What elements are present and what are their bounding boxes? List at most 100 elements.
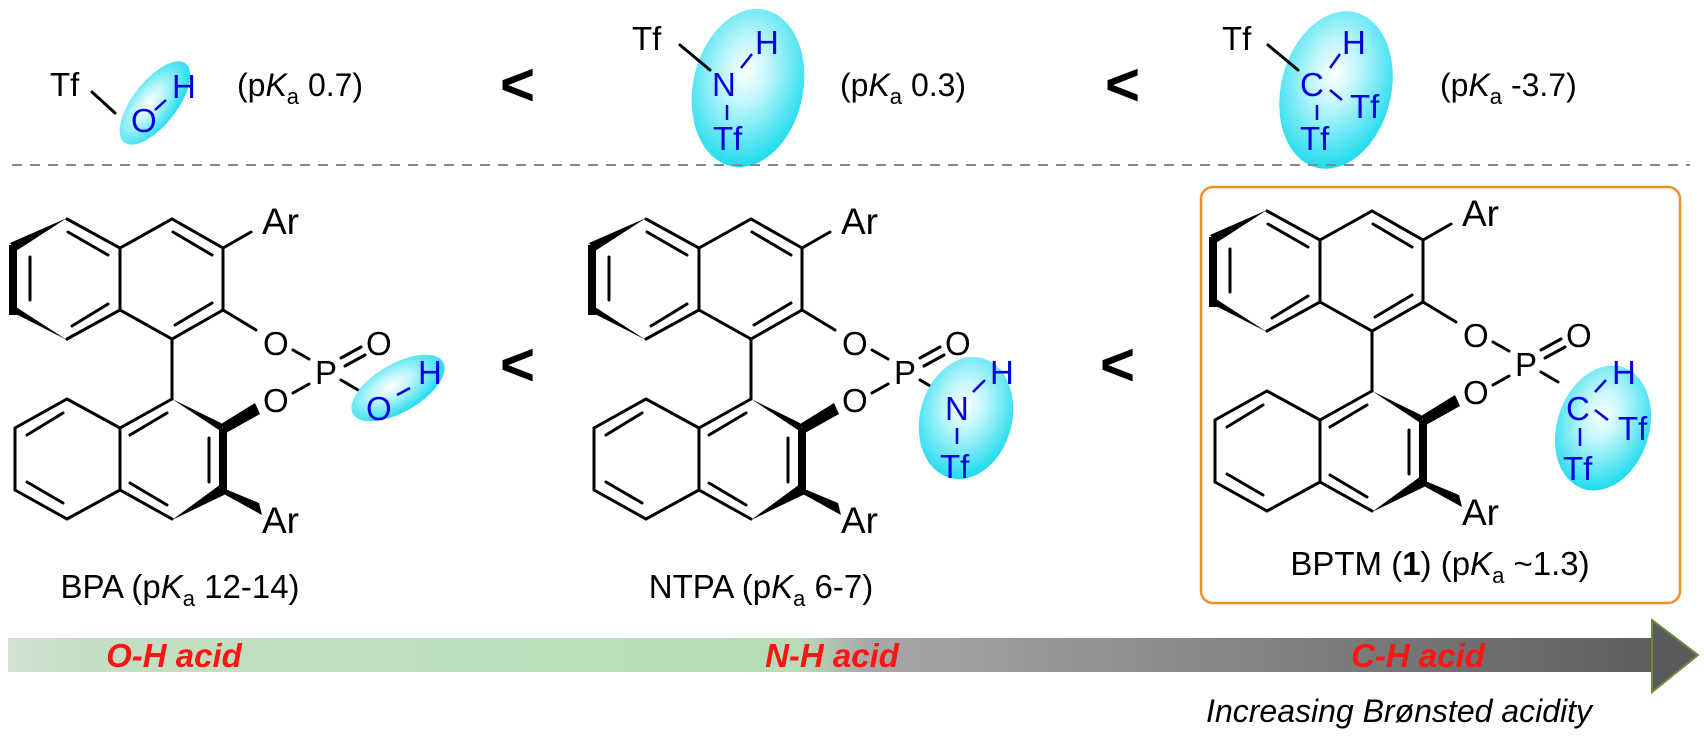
p-label: P <box>315 354 337 391</box>
bpa-oh-group: O H <box>351 354 445 427</box>
pka-value: (pKa 0.7) <box>237 67 363 109</box>
ring-bonds <box>28 217 225 341</box>
bond <box>1329 89 1343 101</box>
bond <box>1543 345 1567 360</box>
bpa-label: BPA (pKa 12-14) <box>60 568 299 611</box>
bond <box>1491 374 1511 387</box>
bond <box>343 353 367 368</box>
bptm-chtf2-group: C H Tf Tf <box>1554 354 1652 491</box>
ntpa-nhtf-group: N H Tf <box>918 354 1014 485</box>
tf-label: Tf <box>1563 450 1593 487</box>
n-label: N <box>712 66 736 103</box>
tf-label: Tf <box>1300 120 1330 157</box>
bond <box>90 90 117 115</box>
nh-acid-label: N-H acid <box>765 637 900 674</box>
bond <box>221 230 253 250</box>
bond <box>740 53 753 69</box>
less-than-sign: < <box>500 51 535 118</box>
less-than-sign: < <box>1100 331 1135 398</box>
bond <box>922 353 946 368</box>
bond <box>800 308 837 332</box>
wedge-bond <box>589 218 646 251</box>
highlight-oval <box>691 8 805 168</box>
bond <box>154 99 167 111</box>
highlight-box <box>1199 185 1682 605</box>
arrow-head <box>1651 617 1700 695</box>
wedge-bond <box>222 488 262 515</box>
wedge-bond <box>800 403 839 433</box>
tf-label: Tf <box>50 66 80 103</box>
o-label: O <box>263 382 289 419</box>
h-label: H <box>1342 24 1366 61</box>
bond <box>291 382 311 395</box>
ar-label: Ar <box>841 500 878 541</box>
ar-label: Ar <box>262 500 299 541</box>
bond <box>972 379 986 393</box>
bond <box>1594 409 1609 421</box>
bond <box>1491 340 1511 353</box>
highlight-oval <box>119 61 191 145</box>
bond <box>870 382 890 395</box>
o-label: O <box>263 325 289 362</box>
tf-label: Tf <box>1222 20 1252 57</box>
p-label: P <box>894 354 916 391</box>
highlight-oval <box>1554 365 1652 491</box>
ch-acid-label: C-H acid <box>1351 637 1486 674</box>
bond <box>678 43 712 72</box>
highlight-oval <box>351 354 445 422</box>
h-label: H <box>755 24 779 61</box>
bond <box>1421 222 1453 242</box>
bond <box>870 348 890 361</box>
tf-label: Tf <box>632 20 662 57</box>
bond <box>396 386 411 397</box>
bond <box>1266 43 1300 72</box>
wedge-bond <box>1372 391 1425 426</box>
wedge-bond <box>172 399 225 434</box>
bond <box>918 345 942 360</box>
bond <box>1594 379 1607 393</box>
highlight-oval <box>1279 11 1393 169</box>
o-label: O <box>945 325 971 362</box>
wedge-bond <box>221 403 260 433</box>
ring-bonds <box>1228 209 1425 333</box>
wedge-bond <box>1210 299 1267 332</box>
wedge-bond <box>1422 480 1462 507</box>
wedge-bond <box>801 488 841 515</box>
c-label: C <box>1566 390 1590 427</box>
tf-label: Tf <box>940 448 970 485</box>
o-label: O <box>131 102 157 139</box>
h-label: H <box>990 354 1014 391</box>
tf-label: Tf <box>713 120 743 157</box>
ntpa-label: NTPA (pKa 6-7) <box>649 568 873 611</box>
ar-label: Ar <box>1462 492 1499 533</box>
o-label: O <box>1566 317 1592 354</box>
ar-label: Ar <box>841 201 878 242</box>
h-label: H <box>172 68 196 105</box>
arrow-caption: Increasing Brønsted acidity <box>1206 693 1594 729</box>
o-label: O <box>1463 317 1489 354</box>
n-label: N <box>945 390 969 427</box>
wedge-bond <box>1421 395 1460 425</box>
acidity-arrow: O-H acid N-H acid C-H acid Increasing Br… <box>8 617 1700 729</box>
bond <box>221 308 258 332</box>
bond <box>1539 370 1560 384</box>
bond <box>1421 300 1458 324</box>
c-label: C <box>1300 66 1324 103</box>
ring-bonds <box>592 397 790 521</box>
ar-label: Ar <box>262 201 299 242</box>
h-label: H <box>418 354 442 391</box>
ar-label: Ar <box>1462 193 1499 234</box>
tf-label: Tf <box>1350 88 1380 125</box>
pka-value: (pKa 0.3) <box>840 67 966 109</box>
bptm-label: BPTM (1) (pKa ~1.3) <box>1290 545 1589 588</box>
wedge-bond <box>751 484 805 520</box>
bond <box>1328 53 1342 69</box>
p-label: P <box>1515 346 1537 383</box>
bond <box>339 378 360 392</box>
ring-bonds <box>1213 389 1411 513</box>
wedge-bond <box>1372 476 1426 512</box>
wedge-bond <box>751 399 804 434</box>
